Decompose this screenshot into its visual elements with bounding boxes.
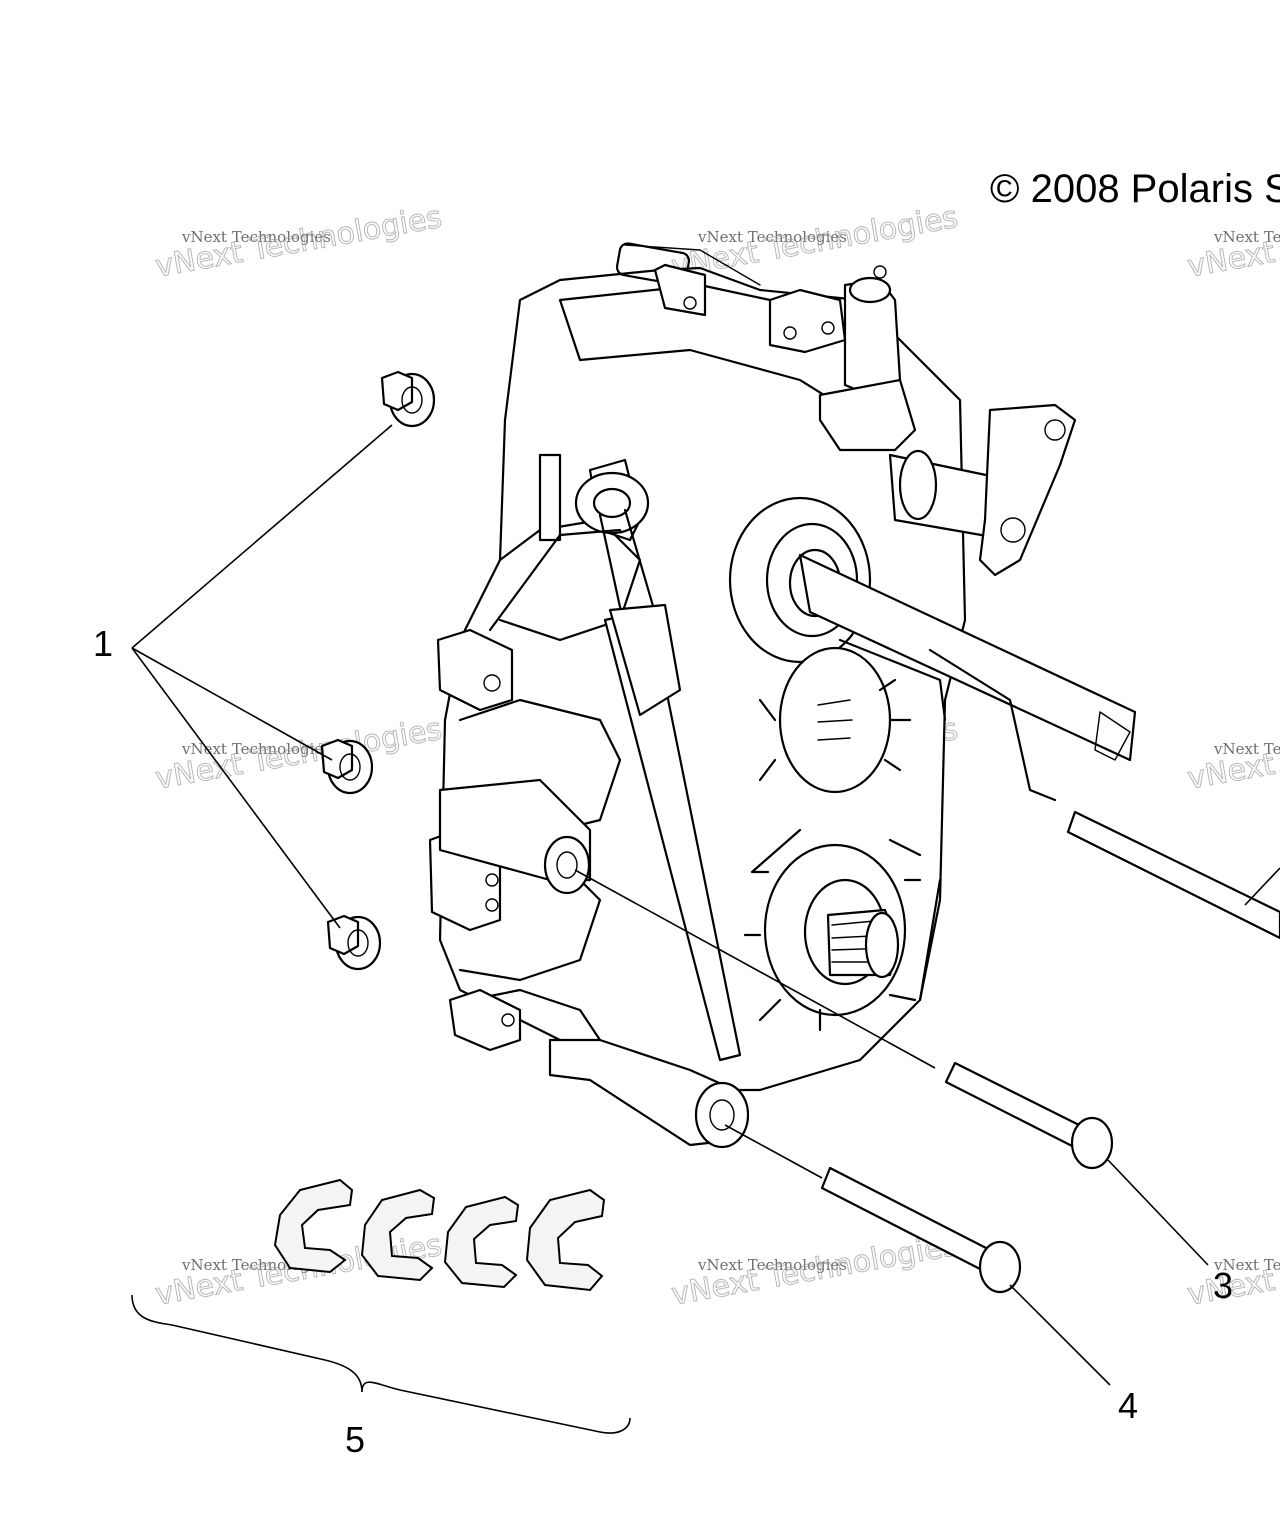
watermark-small: vNext Technologies: [697, 1256, 847, 1274]
leader-lines: [131, 424, 1280, 1434]
watermark-large: vNext Technologies: [1185, 712, 1280, 797]
shim-4: [525, 1188, 606, 1292]
watermark-small: vNext Technologies: [181, 228, 331, 246]
watermark-large: vNext Technologies: [153, 712, 445, 797]
flange-nut-top: [380, 370, 436, 428]
callout-1: 1: [93, 623, 113, 664]
transmission-housing: [428, 242, 1137, 1149]
watermark-large: vNext Technologies: [153, 200, 445, 285]
shim-1: [273, 1178, 354, 1274]
flange-nut-middle: [320, 738, 374, 795]
watermark-small: vNext Technologies: [181, 740, 331, 758]
callout-3: 3: [1213, 1265, 1233, 1306]
shim-3: [443, 1195, 520, 1289]
shim-2: [360, 1188, 436, 1282]
bolt-short: [944, 1061, 1114, 1170]
flange-nut-bottom: [326, 914, 382, 971]
callouts: 1 3 4 5: [93, 623, 1233, 1460]
callout-5: 5: [345, 1419, 365, 1460]
watermark-small: vNext Technologies: [1213, 740, 1280, 758]
bolt-right-partial: [1066, 810, 1280, 940]
watermark-large: vNext Technologies: [1185, 200, 1280, 285]
watermark-small: vNext Technologies: [1213, 228, 1280, 246]
bolt-long: [820, 1166, 1022, 1294]
copyright-text: © 2008 Polaris S: [990, 167, 1280, 211]
callout-4: 4: [1118, 1385, 1138, 1426]
watermark-large: vNext Technologies: [669, 1228, 961, 1313]
shim-set: [273, 1178, 606, 1292]
watermark-small: vNext Technologies: [1213, 1256, 1280, 1274]
watermark-small: vNext Technologies: [697, 228, 847, 246]
